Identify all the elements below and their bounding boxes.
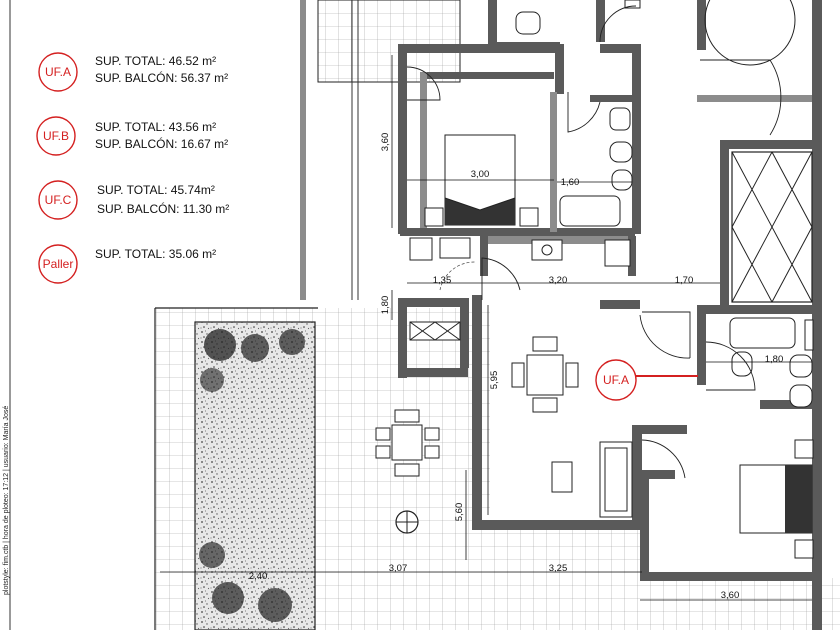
legend-code: UF.C — [45, 193, 72, 207]
legend-balcony: SUP. BALCÓN: 11.30 m² — [97, 201, 229, 216]
legend-total: SUP. TOTAL: 46.52 m² — [95, 54, 216, 68]
outdoor-table-icon — [375, 409, 440, 534]
doors — [406, 5, 782, 479]
legend-total: SUP. TOTAL: 45.74m² — [97, 183, 215, 197]
dim-living-width: 3,20 — [549, 275, 568, 286]
bed-icon — [424, 134, 539, 227]
dim-bottom-far-right: 3,60 — [721, 590, 740, 601]
sidebar-plot-info: plotstyle: fim.ctb | hora de ploteo: 17:… — [3, 406, 10, 595]
plant-icon — [199, 329, 305, 622]
dim-hall-left: 1,35 — [433, 275, 452, 286]
dim-small-vertical: 1,80 — [380, 296, 391, 315]
unit-badge-icon — [38, 244, 78, 284]
dim-terrace-height: 5,60 — [454, 503, 465, 522]
legend-code: Paller — [43, 257, 74, 271]
shaft-box — [731, 151, 813, 303]
legend-item-ufa: UF.A SUP. TOTAL: 46.52 m² SUP. BALCÓN: 5… — [38, 52, 228, 92]
legend: UF.A SUP. TOTAL: 46.52 m² SUP. BALCÓN: 5… — [36, 52, 229, 284]
dim-right-corridor: 1,70 — [675, 275, 694, 286]
legend-code: UF.A — [45, 65, 71, 79]
legend-total: SUP. TOTAL: 43.56 m² — [95, 120, 216, 134]
dim-living-height: 5,95 — [489, 371, 500, 390]
legend-total: SUP. TOTAL: 35.06 m² — [95, 247, 216, 261]
legend-code: UF.B — [43, 129, 69, 143]
legend-item-paller: Paller SUP. TOTAL: 35.06 m² — [38, 244, 216, 284]
unit-label-ufa: UF.A — [595, 359, 698, 401]
dim-bottom-mid: 3,07 — [389, 563, 408, 574]
terrace-floor-far-right — [640, 578, 840, 630]
kitchen-icon — [409, 237, 631, 267]
plan-label: UF.A — [603, 373, 629, 387]
terrace-floor-right — [490, 525, 640, 630]
closet-icon — [409, 321, 461, 341]
legend-item-ufb: UF.B SUP. TOTAL: 43.56 m² SUP. BALCÓN: 1… — [36, 116, 228, 156]
dim-bedroom-height: 3,60 — [380, 133, 391, 152]
unit-badge-icon — [36, 116, 76, 156]
legend-item-ufc: UF.C SUP. TOTAL: 45.74m² SUP. BALCÓN: 11… — [38, 180, 229, 220]
top-fixtures-icon — [515, 0, 796, 66]
dim-bottom-right: 3,25 — [549, 563, 568, 574]
dimensions: 3,60 3,00 1,60 1,35 3,20 1,70 1,80 5,95 … — [160, 55, 812, 601]
dim-bath-width: 1,60 — [561, 177, 580, 188]
unit-badge-icon — [38, 52, 78, 92]
bathroom-fixtures-icon — [729, 317, 814, 408]
bed-icon — [739, 439, 814, 559]
unit-badge-icon — [38, 180, 78, 220]
thin-wall — [300, 0, 306, 300]
dim-bath-right: 1,80 — [765, 354, 784, 365]
sofa-icon — [551, 441, 633, 518]
legend-balcony: SUP. BALCÓN: 56.37 m² — [95, 70, 228, 85]
upper-balcony — [317, 0, 461, 83]
dining-table-icon — [511, 336, 579, 413]
dim-bottom-left: 2,40 — [249, 571, 268, 582]
bathroom-fixtures-icon — [559, 107, 633, 227]
legend-balcony: SUP. BALCÓN: 16.67 m² — [95, 136, 228, 151]
dim-bedroom-width: 3,00 — [471, 169, 490, 180]
